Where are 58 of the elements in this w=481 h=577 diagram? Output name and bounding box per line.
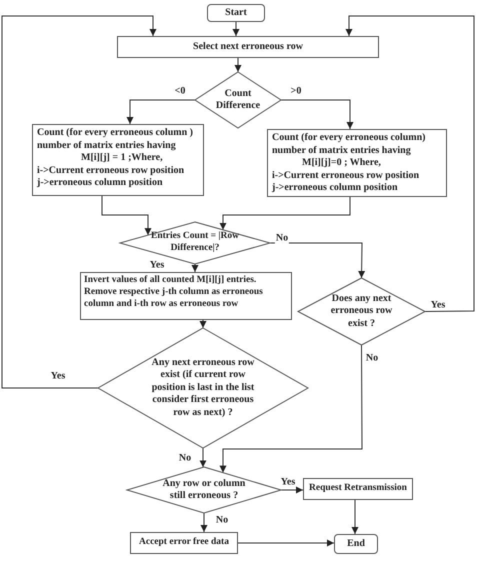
edge-label: Yes xyxy=(280,476,296,488)
node-text: M[i][j] = 1 ;Where, xyxy=(80,152,164,164)
node-text: j->erroneous column position xyxy=(272,182,399,194)
node-text: Any next erroneous row exist (if current row position is last in the list consider first erroneous row as next) ? xyxy=(150,356,256,420)
edge-label: No xyxy=(178,452,192,464)
arrow xyxy=(102,196,152,236)
node-text: Start xyxy=(225,6,247,20)
decision-diamond xyxy=(127,467,281,513)
node-text: Count (for every erroneous column) number of matrix entries having xyxy=(272,132,426,157)
decision-diamond xyxy=(98,328,308,448)
arrow xyxy=(270,242,366,278)
arrow xyxy=(200,448,206,468)
node-text: End xyxy=(347,538,365,550)
edge-label: Yes xyxy=(50,370,66,382)
arrow xyxy=(232,22,240,36)
process-box xyxy=(32,124,204,196)
node-text: Accept error free data xyxy=(139,537,229,549)
node-text: Count Difference xyxy=(214,88,262,112)
arrow xyxy=(126,100,196,124)
node-text: Count (for every erroneous column ) number of matrix entries having xyxy=(37,127,194,152)
node-text: i->Current erroneous row position xyxy=(37,164,186,177)
arrow xyxy=(280,486,304,494)
node-text: Any row or column still erroneous ? xyxy=(162,478,246,502)
process-box xyxy=(117,36,379,58)
node-text: Does any next erroneous row exist ? xyxy=(330,292,394,330)
node-text: Invert values of all counted M[i][j] entries. Remove respective j-th column as erroneous column and i-th row as erroneous row xyxy=(84,275,264,311)
node-text: j->erroneous column position xyxy=(37,177,164,190)
process-box xyxy=(267,129,447,197)
arrow xyxy=(2,16,156,388)
edge-label: <0 xyxy=(174,86,186,96)
edge-label: No xyxy=(214,514,230,526)
edge-label: Yes xyxy=(148,260,166,270)
arrow xyxy=(234,58,242,72)
arrow xyxy=(220,344,362,474)
edge-label: No xyxy=(364,352,380,364)
arrow xyxy=(192,264,198,272)
arrow xyxy=(346,16,474,312)
decision-diamond xyxy=(195,72,281,128)
process-box xyxy=(303,478,413,500)
arrow xyxy=(220,196,350,230)
arrow xyxy=(200,320,206,328)
arrow xyxy=(238,540,334,546)
arrow xyxy=(200,512,208,532)
node-text: i->Current erroneous row position xyxy=(272,170,420,182)
arrow xyxy=(280,100,354,130)
decision-diamond xyxy=(298,278,425,345)
edge-label: >0 xyxy=(290,86,302,96)
node-text: Request Retransmission xyxy=(309,483,407,495)
node-text: M[i][j]=0 ; Where, xyxy=(301,157,382,170)
process-box xyxy=(130,532,238,554)
edge-label: No xyxy=(274,232,290,244)
process-box xyxy=(80,272,292,320)
terminal-box xyxy=(207,4,265,22)
node-text: Entries Count = |Row Difference|? xyxy=(150,231,240,255)
node-text: Select next erroneous row xyxy=(193,40,303,54)
arrow xyxy=(352,500,358,534)
terminal-box xyxy=(334,534,378,554)
edge-label: Yes xyxy=(430,300,446,310)
